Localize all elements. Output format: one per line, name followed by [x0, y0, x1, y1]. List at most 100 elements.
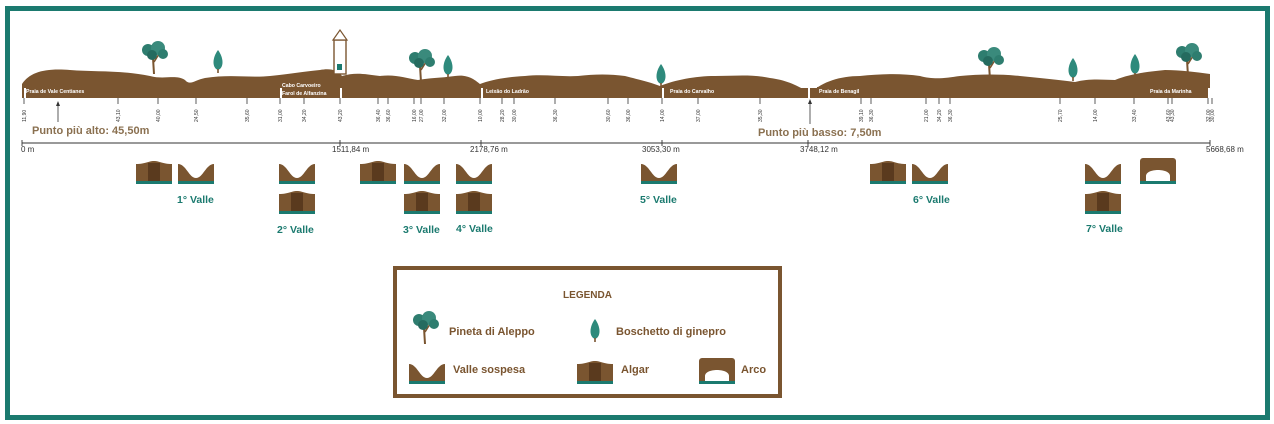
lighthouse-roof-icon [331, 28, 349, 41]
elevation-label: 34,20 [302, 109, 308, 122]
legend-item-pine: Pineta di Aleppo [449, 326, 535, 338]
elevation-label: 35,30 [758, 109, 764, 122]
aleppo-pine-icon [141, 40, 169, 75]
elevation-label: 24,50 [194, 109, 200, 122]
beach-label-bg [484, 87, 544, 95]
elevation-label: 10,00 [478, 109, 484, 122]
legend-item-arch: Arco [741, 364, 767, 376]
algar-icon [1085, 188, 1121, 214]
distance-label: 5668,68 m [1206, 145, 1244, 154]
beach-label: Praia da Marinha [1150, 89, 1192, 95]
elevation-label: 33,40 [1132, 109, 1138, 122]
highest-point-arrowhead [56, 101, 60, 106]
algar-icon [456, 188, 492, 214]
legend-item-algar: Algar [621, 364, 650, 376]
valley-label-2: 2° Valle [277, 224, 314, 236]
elevation-label: 14,00 [1093, 109, 1099, 122]
elevation-label: 37,00 [696, 109, 702, 122]
hanging-valley-icon [409, 358, 445, 384]
legend-title: LEGENDA [563, 290, 612, 301]
arch-icon [1140, 158, 1176, 184]
elevation-label: 31,00 [278, 109, 284, 122]
valley-label-7: 7° Valle [1086, 223, 1123, 235]
algar-icon [404, 188, 440, 214]
hanging-valley-icon [912, 158, 948, 184]
elevation-label: 43,30 [1170, 109, 1176, 122]
hanging-valley-icon [641, 158, 677, 184]
beach-label: Praia de Vale Centianes [26, 89, 84, 95]
elevation-label: 36,00 [626, 109, 632, 122]
band-separator [662, 88, 664, 98]
juniper-icon [656, 64, 666, 87]
algar-icon [577, 358, 613, 384]
beach-label: Praia de Benagil [819, 89, 860, 95]
arch-icon [699, 358, 735, 384]
juniper-icon [443, 55, 453, 78]
band-separator [280, 88, 282, 98]
legend-box: LEGENDA Pineta di Aleppo Boschetto di gi… [393, 266, 782, 398]
elevation-label: 30,00 [1210, 109, 1216, 122]
beach-label-bg [280, 89, 338, 97]
valley-label-3: 3° Valle [403, 224, 440, 236]
elevation-label: 36,40 [376, 109, 382, 122]
beach-label-bg [24, 87, 102, 95]
aleppo-pine-icon [412, 310, 440, 345]
hanging-valley-icon [456, 158, 492, 184]
highest-point-label: Punto più alto: 45,50m [32, 125, 150, 137]
elevation-label: 11,90 [22, 110, 28, 122]
elevation-label: 34,20 [937, 109, 943, 122]
elevation-label: 25,70 [1058, 109, 1064, 122]
beach-label: Cabo Carvoeiro [282, 83, 321, 89]
band-separator [481, 88, 483, 98]
elevation-label: 35,60 [245, 109, 251, 122]
beach-label: Leixão do Ladrão [486, 89, 529, 95]
elevation-label: 43,10 [116, 109, 122, 122]
elevation-label: 36,30 [948, 109, 954, 122]
band-separator [340, 88, 342, 98]
valley-label-4: 4° Valle [456, 223, 493, 235]
distance-label: 2178,76 m [470, 145, 508, 154]
hanging-valley-icon [279, 158, 315, 184]
juniper-icon [1068, 58, 1078, 81]
beach-label: Farol de Alfanzina [282, 91, 327, 97]
elevation-label: 32,00 [1206, 109, 1212, 122]
baseline-band [22, 88, 1210, 98]
elevation-label: 40,00 [156, 109, 162, 122]
band-separator [1208, 88, 1210, 98]
elevation-label: 28,20 [500, 109, 506, 122]
aleppo-pine-icon [408, 48, 436, 83]
elevation-label: 39,10 [859, 109, 865, 122]
band-separator [24, 88, 26, 98]
elevation-label: 36,30 [553, 109, 559, 122]
elevation-label: 36,60 [386, 109, 392, 122]
diagram-frame [5, 6, 1270, 420]
algar-icon [279, 188, 315, 214]
elevation-label: 30,00 [512, 109, 518, 122]
distance-label: 0 m [21, 145, 35, 154]
juniper-icon [590, 319, 600, 342]
hanging-valley-icon [178, 158, 214, 184]
distance-label: 3748,12 m [800, 145, 838, 154]
lowest-point-label: Punto più basso: 7,50m [758, 127, 882, 139]
juniper-icon [213, 50, 223, 73]
valley-label-6: 6° Valle [913, 194, 950, 206]
distance-label: 3053,30 m [642, 145, 680, 154]
legend-item-valley: Valle sospesa [453, 364, 526, 376]
beach-label-bg [280, 81, 330, 89]
valley-label-5: 5° Valle [640, 194, 677, 206]
elevation-label: 14,00 [660, 109, 666, 122]
elevation-label: 43,60 [1166, 109, 1172, 122]
hanging-valley-icon [404, 158, 440, 184]
elevation-label: 21,00 [924, 109, 930, 122]
algar-icon [870, 158, 906, 184]
elevation-label: 43,20 [338, 109, 344, 122]
algar-icon [360, 158, 396, 184]
lighthouse-door-icon [337, 64, 342, 70]
lowest-point-arrowhead [808, 99, 812, 104]
beach-label-bg [668, 87, 724, 95]
algar-icon [136, 158, 172, 184]
hanging-valley-icon [1085, 158, 1121, 184]
beach-label-bg [817, 87, 875, 95]
elevation-label: 32,00 [442, 109, 448, 122]
